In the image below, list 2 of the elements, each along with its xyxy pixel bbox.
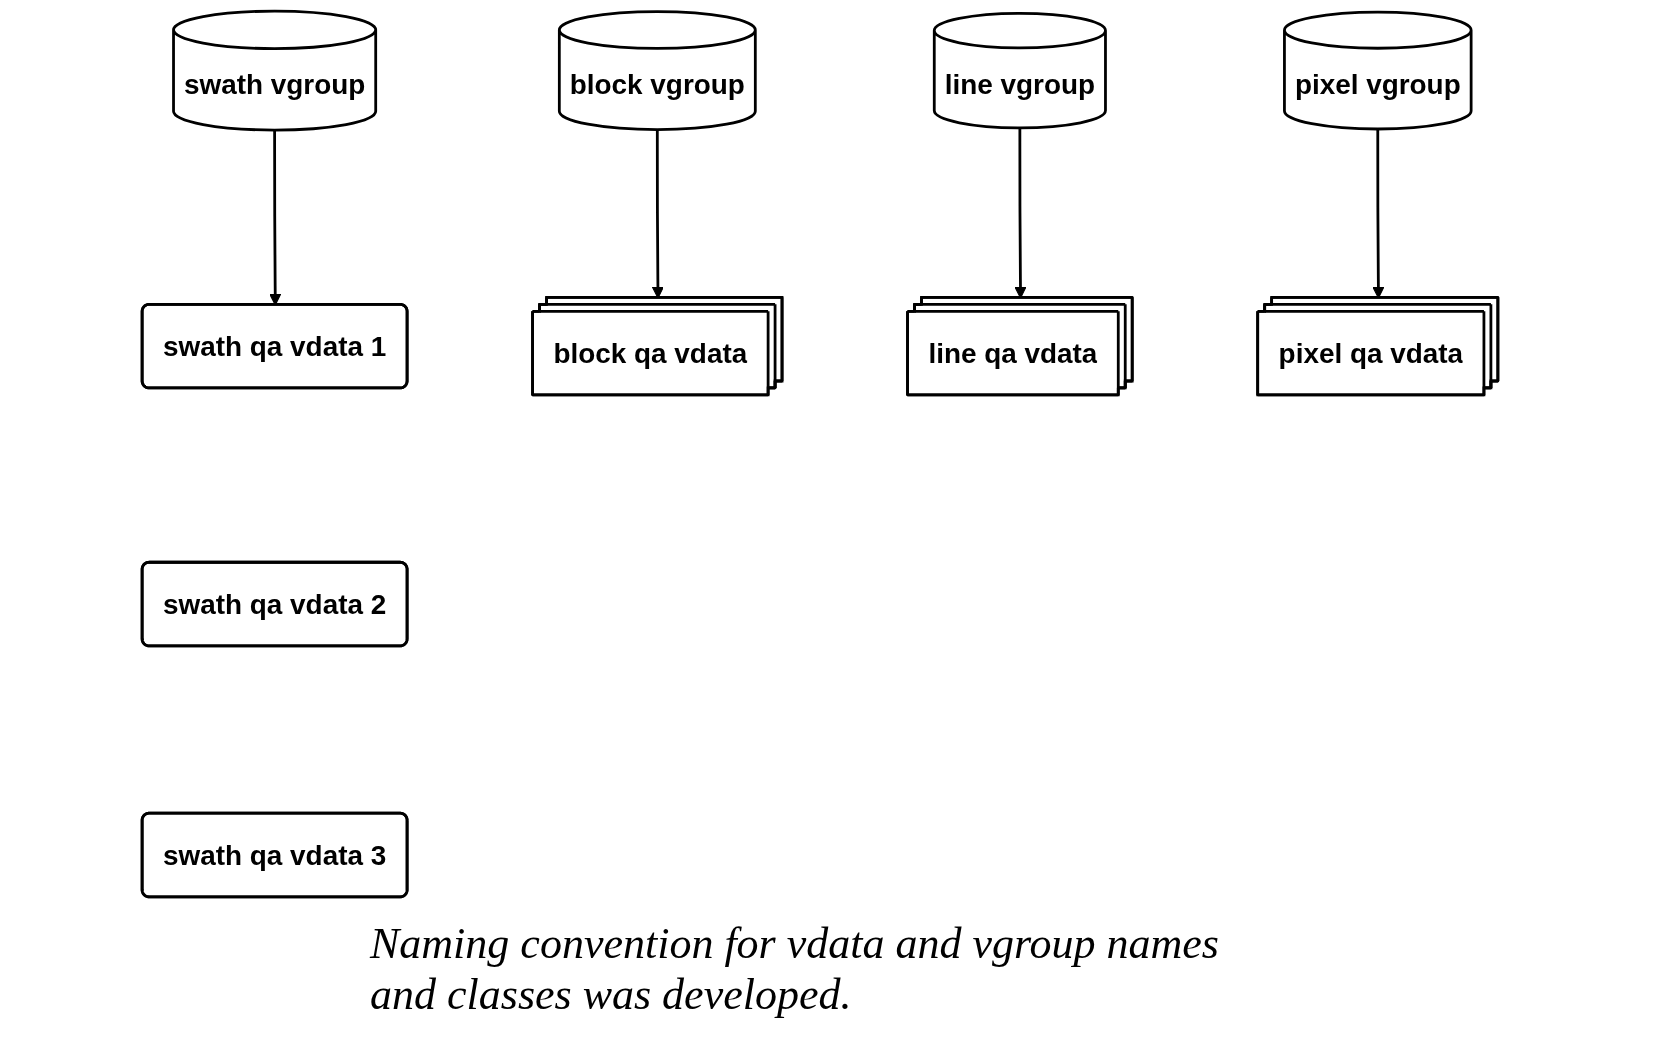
- caption: Naming convention for vdata and vgroup names and classes was developed.: [370, 918, 1220, 1020]
- flowchart-drawing: swath vgroup block vgroup line vgroup pixel vgroup swath qa vdata 1 swath qa vdata 2 swath qa vdata 3 block qa vdata line qa vdata pixel qa vdata: [0, 0, 1640, 908]
